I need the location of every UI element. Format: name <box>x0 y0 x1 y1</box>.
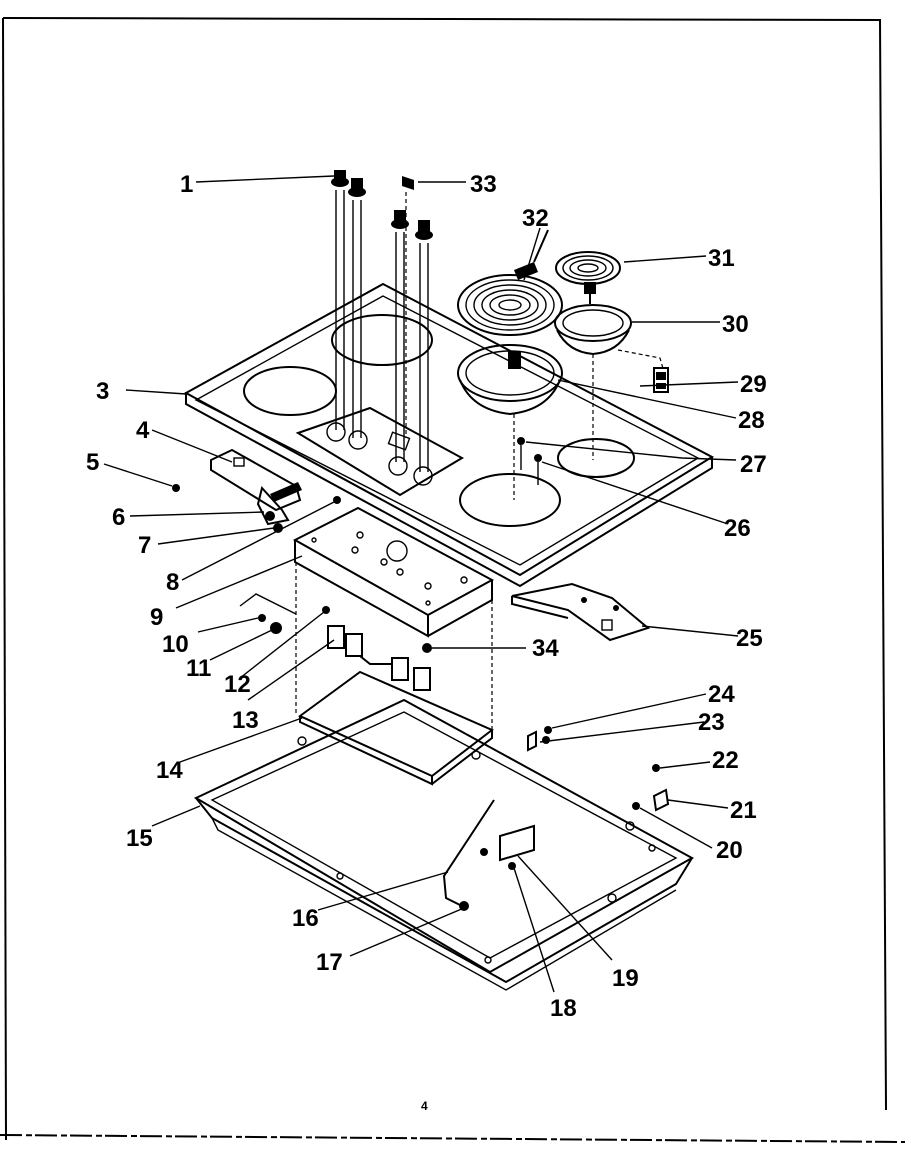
callout-11: 11 <box>186 655 211 682</box>
callout-28: 28 <box>738 407 765 434</box>
callout-26: 26 <box>724 515 751 542</box>
callout-5: 5 <box>86 449 99 476</box>
callout-34: 34 <box>532 635 559 662</box>
callout-17: 17 <box>316 949 343 976</box>
callout-9: 9 <box>150 604 163 631</box>
callout-27: 27 <box>740 451 767 478</box>
callout-22: 22 <box>712 747 739 774</box>
callout-16: 16 <box>292 905 319 932</box>
callout-25: 25 <box>736 625 763 652</box>
small-surface-element <box>555 251 621 304</box>
callout-32: 32 <box>522 205 549 232</box>
callout-8: 8 <box>166 569 179 596</box>
large-drip-bowl <box>457 344 563 500</box>
burner-opening-rear-right <box>557 438 635 478</box>
callout-14: 14 <box>156 757 183 784</box>
left-bracket <box>210 448 302 526</box>
control-knobs <box>331 170 433 472</box>
cooktop-surface <box>183 282 715 588</box>
knob-3 <box>391 210 409 462</box>
right-bracket <box>511 582 651 642</box>
knob-2 <box>348 178 366 438</box>
knob-1 <box>331 170 349 430</box>
indicator-light <box>402 176 414 438</box>
callout-24: 24 <box>708 681 735 708</box>
burner-opening-rear-left <box>331 314 433 366</box>
right-hardware <box>527 726 670 812</box>
heat-shield-panel <box>298 670 494 786</box>
callout-15: 15 <box>126 825 153 852</box>
control-panel-recess <box>295 406 465 497</box>
leader-lines <box>103 175 739 993</box>
control-box <box>292 506 495 740</box>
infinite-switches <box>322 606 432 691</box>
burner-opening-front-left <box>243 366 337 416</box>
callout-7: 7 <box>138 532 151 559</box>
page-number: 4 <box>421 1099 428 1113</box>
callout-12: 12 <box>224 671 251 698</box>
callout-1: 1 <box>180 171 193 198</box>
callout-21: 21 <box>730 797 757 824</box>
small-fasteners-left <box>172 484 341 533</box>
terminal-block <box>653 367 669 393</box>
callout-3: 3 <box>96 378 109 405</box>
mounting-screws-top <box>517 437 542 485</box>
knob-4 <box>415 220 433 472</box>
wire-harness <box>442 799 495 911</box>
callout-20: 20 <box>716 837 743 864</box>
callout-13: 13 <box>232 707 259 734</box>
callout-6: 6 <box>112 504 125 531</box>
callout-31: 31 <box>708 245 735 272</box>
callout-33: 33 <box>470 171 497 198</box>
large-surface-element <box>457 229 563 336</box>
callout-10: 10 <box>162 631 189 658</box>
small-fasteners-left-lower <box>239 593 297 634</box>
callout-4: 4 <box>136 417 150 444</box>
callout-30: 30 <box>722 311 749 338</box>
callout-23: 23 <box>698 709 725 736</box>
mounting-plate <box>480 824 535 870</box>
callout-29: 29 <box>740 371 767 398</box>
callout-18: 18 <box>550 995 577 1022</box>
callout-labels: 1 3 4 5 6 7 8 9 10 11 12 13 14 15 16 17 … <box>86 171 767 1022</box>
burner-opening-front-right <box>459 473 561 527</box>
callout-19: 19 <box>612 965 639 992</box>
bottom-pan <box>193 698 695 991</box>
page-border <box>0 17 906 1143</box>
